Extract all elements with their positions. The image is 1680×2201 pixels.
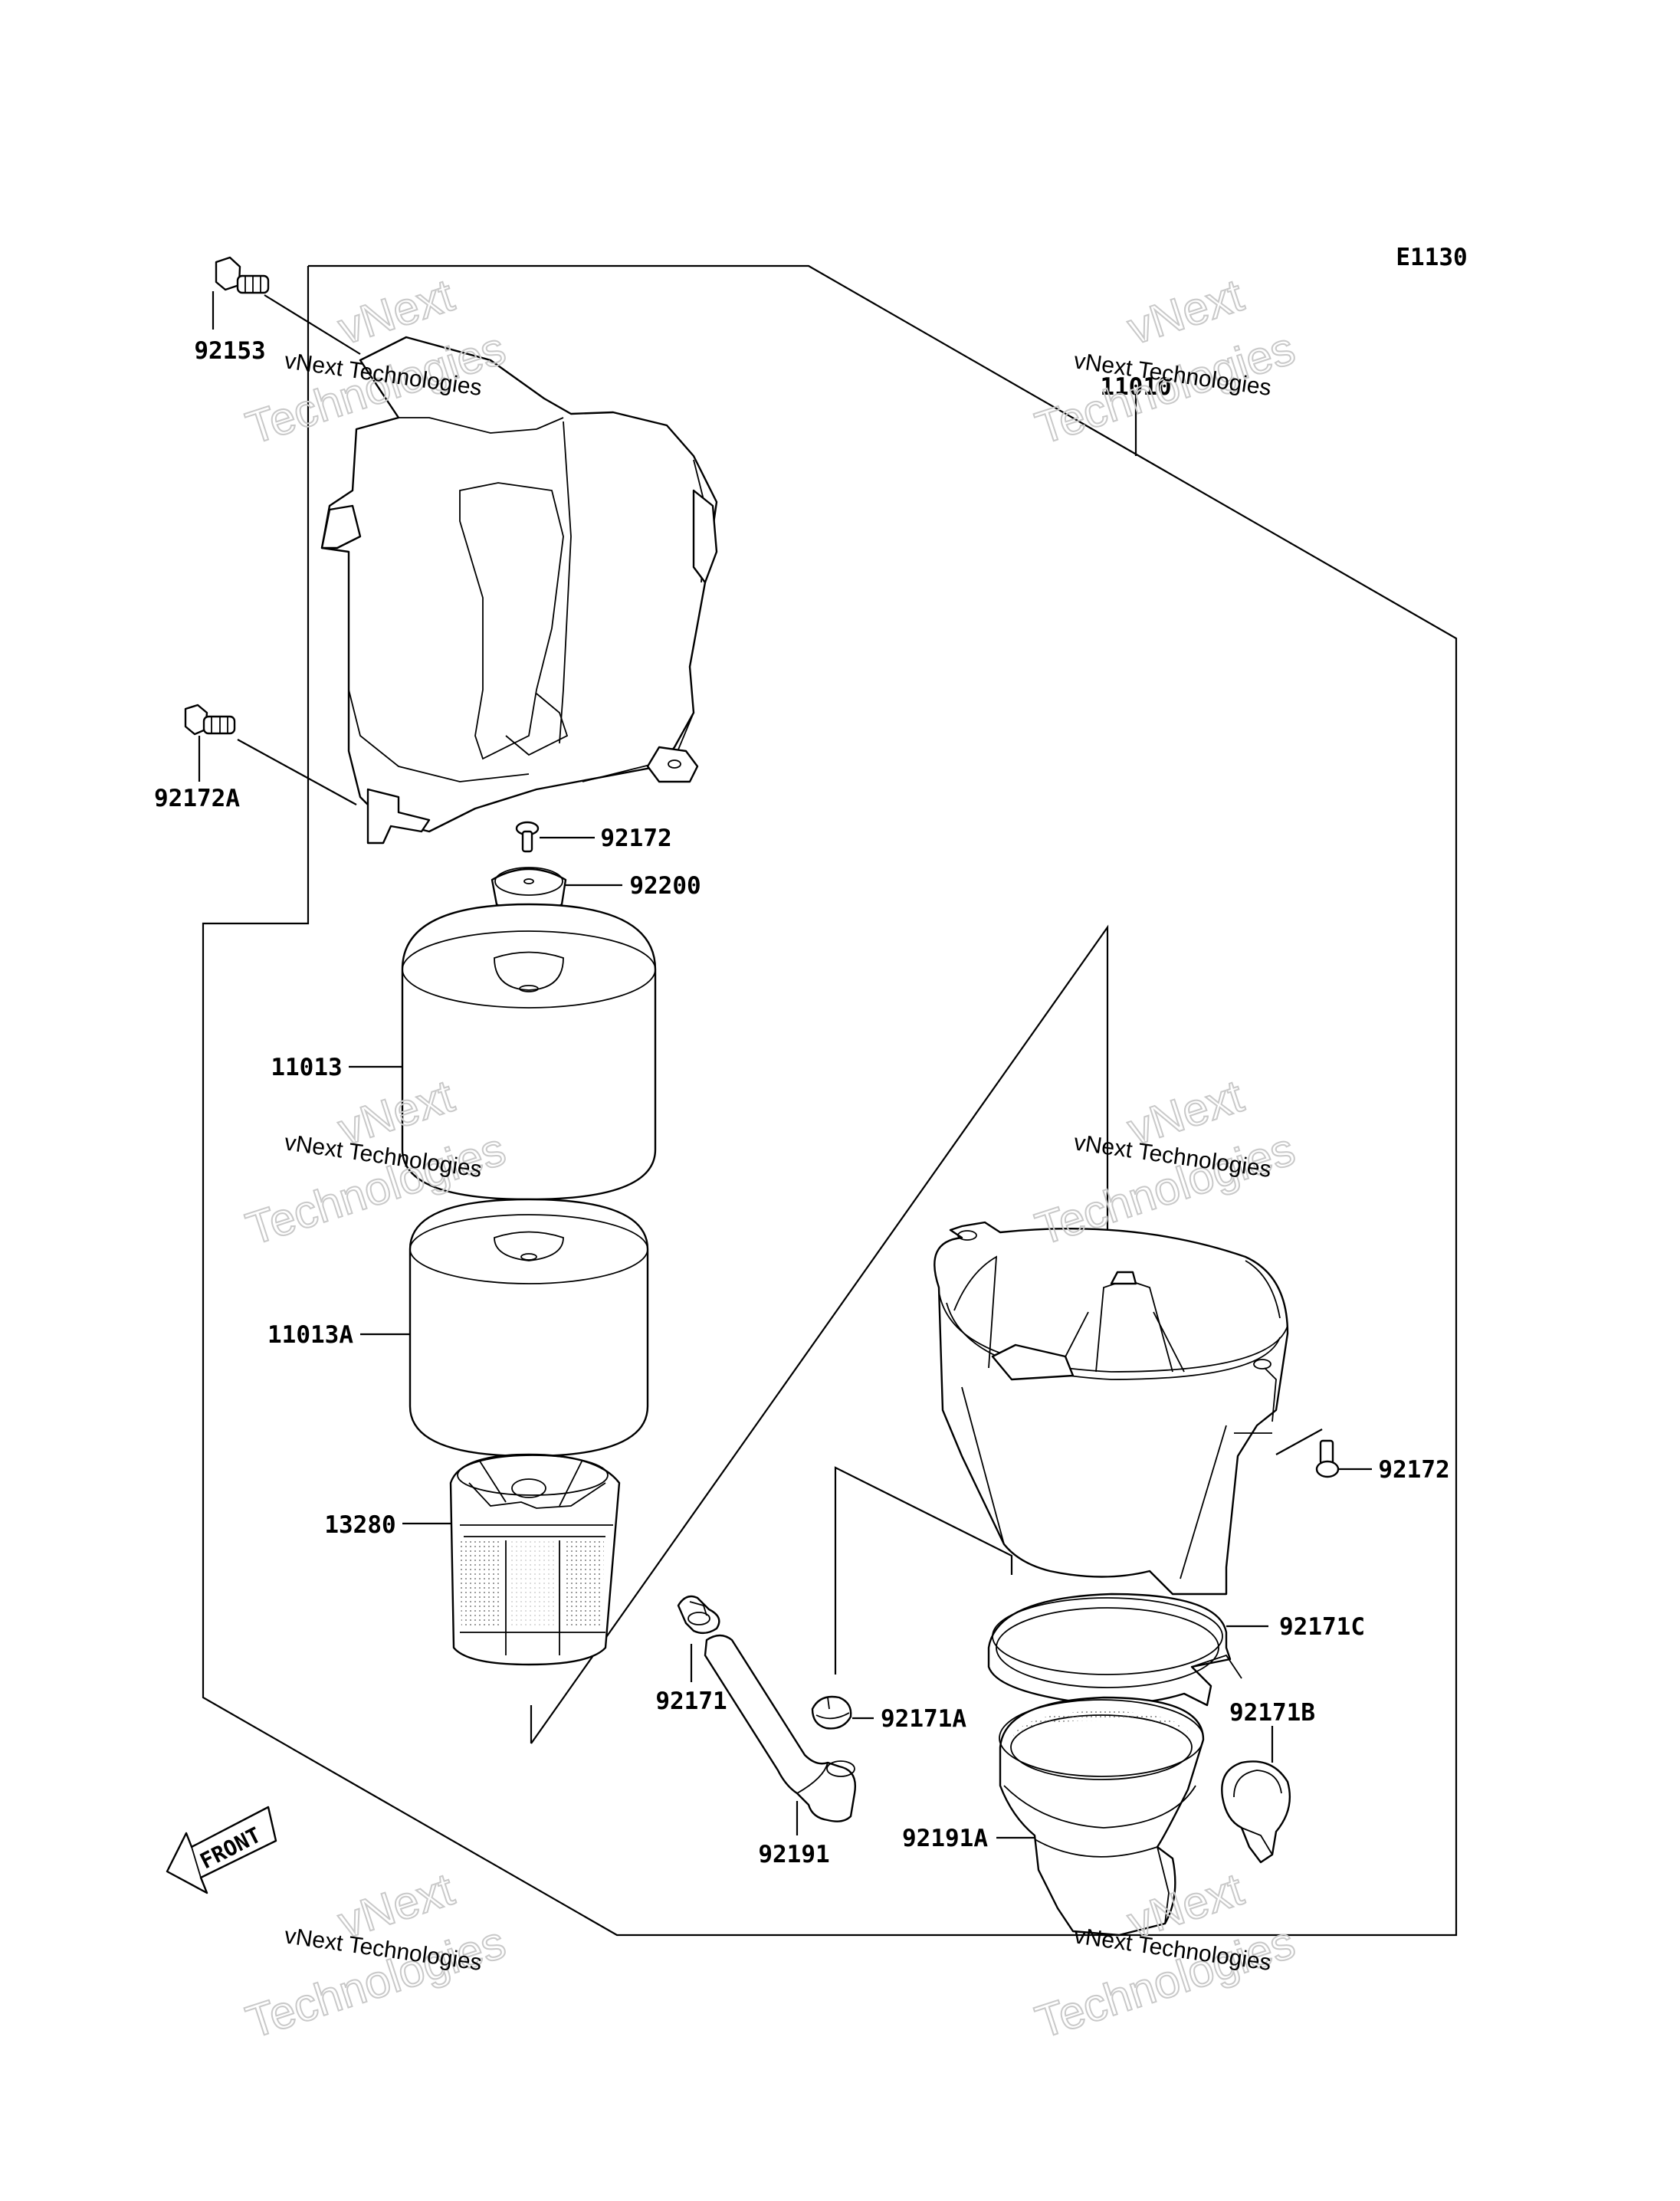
label-11013: 11013: [271, 1054, 342, 1081]
leader-92153-b: [264, 294, 361, 355]
label-11013A: 11013A: [267, 1321, 353, 1349]
hose-92191-icon: [704, 1634, 856, 1822]
watermark-2: vNext Technologies vNext Technologies: [1029, 268, 1301, 454]
clamp-92171A-icon: [811, 1695, 852, 1730]
leader-92172-right-a: [1275, 1429, 1323, 1455]
label-13280: 13280: [324, 1511, 395, 1539]
clamp-92171-icon: [677, 1595, 720, 1635]
duct-92191A-icon: [999, 1696, 1205, 1937]
filter-inner-11013A-icon: [409, 1198, 649, 1458]
leader-92172A-b: [237, 739, 357, 805]
label-92172-right: 92172: [1378, 1456, 1449, 1484]
label-92171A: 92171A: [881, 1705, 966, 1733]
diagram-code: E1130: [1396, 244, 1467, 271]
label-92200: 92200: [629, 872, 701, 900]
upper-cover-housing: [320, 336, 718, 845]
label-92171C: 92171C: [1279, 1613, 1365, 1641]
bolt-92153-icon: [215, 256, 270, 294]
filter-outer-11013-icon: [401, 903, 657, 1201]
bolt-92172A-icon: [184, 704, 236, 736]
assembly-outline: [202, 264, 1458, 1937]
watermark-5: vNext Technologies vNext Technologies: [239, 1862, 512, 2048]
divider-line: [530, 924, 1109, 1744]
screw-92172-right-icon: [1315, 1439, 1340, 1478]
label-92172A: 92172A: [154, 785, 240, 812]
label-92191: 92191: [758, 1841, 829, 1868]
label-92172-top: 92172: [600, 825, 671, 852]
connector-line: [834, 1466, 1013, 1675]
lower-housing: [934, 1221, 1289, 1596]
label-92153: 92153: [194, 337, 265, 365]
front-direction-arrow-icon: FRONT: [166, 1806, 277, 1894]
label-92191A: 92191A: [902, 1825, 988, 1852]
label-92171B: 92171B: [1229, 1699, 1315, 1727]
label-92171: 92171: [655, 1688, 727, 1715]
clamp-92171C-icon: [987, 1593, 1242, 1707]
filter-frame-13280-icon: [449, 1453, 621, 1666]
watermark-4: vNext Technologies vNext Technologies: [1029, 1069, 1301, 1255]
clamp-92171B-icon: [1221, 1760, 1291, 1864]
screw-92172-top-icon: [515, 821, 540, 853]
label-11010: 11010: [1100, 373, 1171, 401]
